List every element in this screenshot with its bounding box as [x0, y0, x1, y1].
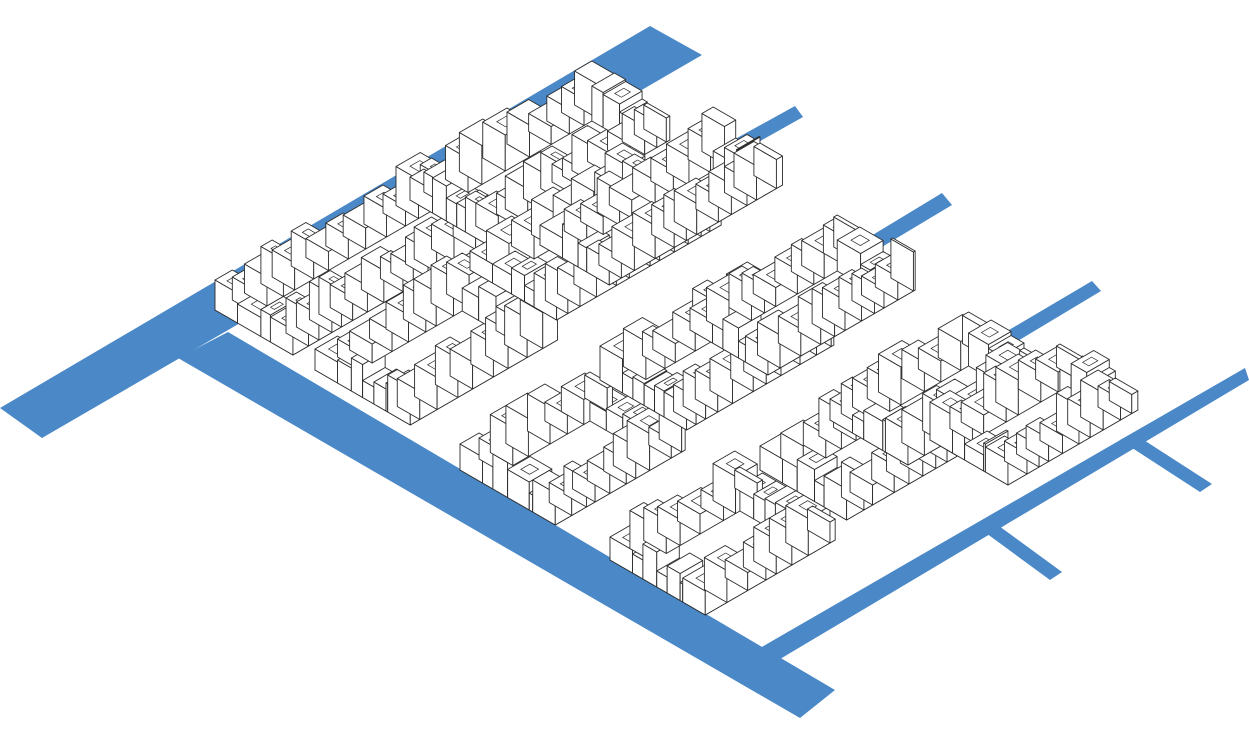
city-block-1-building-22-face-sw — [591, 85, 604, 128]
city-block-8-building-24-face-se — [829, 518, 836, 544]
city-block-4-building-26-roof — [753, 142, 783, 160]
city-block-8-building-24 — [806, 505, 836, 544]
city-block-1-building-24-roof-detail — [614, 87, 632, 98]
city-block-5-building-23-roof-detail — [639, 415, 659, 427]
city-block-8-building-24-roof — [806, 505, 836, 523]
city-block-7-building-19-roof — [836, 226, 884, 254]
canal-segment-7 — [1120, 433, 1212, 492]
city-block-4-building-19-roof — [701, 106, 737, 127]
city-block-1-building-3-roof-detail — [455, 190, 471, 199]
city-block-5-building-6-roof-detail — [520, 463, 540, 475]
city-block-8-building-16-roof — [734, 466, 763, 484]
canal-segment-6 — [975, 518, 1062, 580]
city-block-7-building-19-roof-detail — [850, 234, 871, 246]
city-block-4-building-26 — [753, 142, 783, 189]
city-block-10-building-17-roof — [968, 319, 1012, 345]
building-blocks — [214, 60, 1139, 616]
city-block-1-building-22-roof — [591, 72, 627, 93]
city-block-3-building-3-roof-detail — [521, 260, 538, 270]
city-block-7-building-25-roof — [890, 237, 916, 253]
city-block-5-building-16 — [584, 371, 613, 412]
city-block-10-building-17-roof-detail — [980, 326, 999, 338]
city-block-7-building-25-face-se — [912, 250, 916, 292]
city-block-11-building-5-roof — [983, 429, 1009, 445]
city-block-11-building-18-roof — [1070, 350, 1110, 373]
city-block-1-building-29-face-se — [665, 115, 671, 143]
canal-segment-1 — [178, 332, 835, 718]
city-block-7-building-25 — [890, 237, 916, 292]
city-block-5-building-18-roof-detail — [617, 401, 635, 412]
city-block-1-building-24-roof — [602, 81, 643, 105]
city-block-1-building-29 — [643, 102, 671, 143]
city-block-11-building-18-roof-detail — [1081, 356, 1099, 367]
city-block-4-building-3-roof — [577, 229, 610, 249]
city-block-6-building-5-roof-detail — [663, 377, 678, 386]
city-block-8-building-23-roof-detail — [798, 500, 818, 512]
city-block-8-building-7-roof — [666, 552, 704, 574]
city-block-5-building-6-roof — [507, 456, 553, 483]
city-block-5-building-7-face-sw — [528, 492, 534, 513]
city-block-8-building-13-roof-detail — [725, 458, 745, 470]
city-block-4-building-26-face-se — [775, 155, 783, 189]
city-block-0-building-4-roof-detail — [269, 301, 285, 310]
city-block-11-building-23-roof — [1108, 377, 1139, 395]
city-block-11-building-23 — [1108, 377, 1139, 414]
city-block-4-building-23-roof — [736, 136, 761, 151]
city-block-1-building-29-roof — [643, 102, 671, 119]
city-block-8-building-17-roof-detail — [763, 486, 779, 496]
